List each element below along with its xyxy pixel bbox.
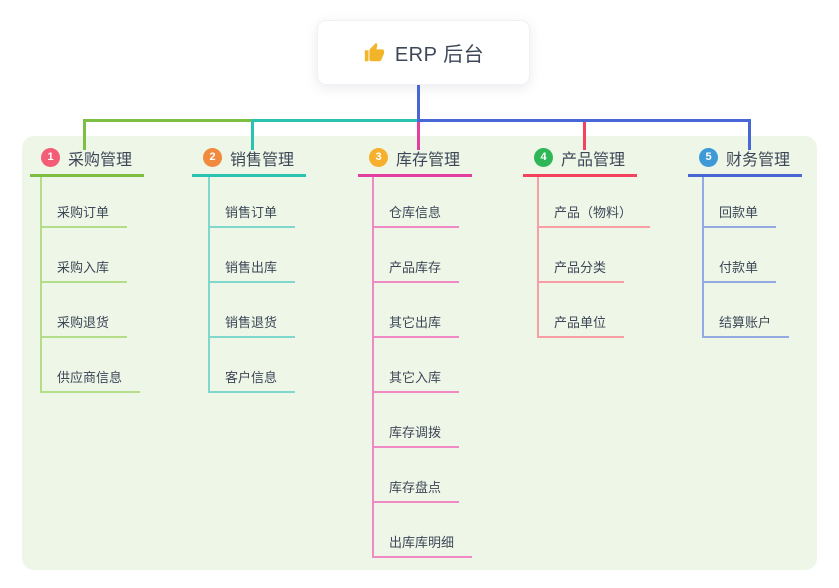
branch-drop-line (748, 119, 751, 150)
branch-drop-line (83, 119, 86, 150)
branch-number-badge: 1 (41, 148, 60, 167)
connector-line (251, 119, 420, 122)
branch-number-badge: 3 (369, 148, 388, 167)
connector-line (83, 119, 254, 122)
child-node[interactable]: 结算账户 (702, 308, 790, 338)
child-node[interactable]: 销售退货 (208, 308, 296, 338)
child-node[interactable]: 产品（物料） (537, 198, 651, 228)
branch-node-2[interactable]: 2 销售管理 (192, 146, 307, 177)
child-node[interactable]: 客户信息 (208, 363, 296, 393)
branch-node-4[interactable]: 4 产品管理 (523, 146, 638, 177)
root-node[interactable]: ERP 后台 (317, 20, 530, 85)
branch-number-badge: 4 (534, 148, 553, 167)
branch-label: 采购管理 (68, 151, 133, 169)
branch-drop-line (583, 122, 586, 150)
child-node[interactable]: 产品分类 (537, 253, 625, 283)
child-node[interactable]: 库存盘点 (372, 473, 460, 503)
child-node[interactable]: 采购入库 (40, 253, 128, 283)
mindmap-panel (22, 136, 817, 570)
branch-node-5[interactable]: 5 财务管理 (688, 146, 803, 177)
child-node[interactable]: 采购退货 (40, 308, 128, 338)
branch-label: 库存管理 (396, 151, 461, 169)
connector-line (417, 119, 751, 122)
child-node[interactable]: 产品单位 (537, 308, 625, 338)
child-node[interactable]: 库存调拨 (372, 418, 460, 448)
root-title: ERP 后台 (394, 44, 485, 66)
child-node[interactable]: 销售出库 (208, 253, 296, 283)
branch-drop-line (417, 122, 420, 150)
thumbs-up-icon (364, 42, 384, 61)
child-node[interactable]: 付款单 (702, 253, 777, 283)
child-node[interactable]: 回款单 (702, 198, 777, 228)
branch-trunk-line (208, 177, 210, 393)
branch-trunk-line (702, 177, 704, 338)
branch-number-badge: 2 (203, 148, 222, 167)
branch-label: 产品管理 (561, 151, 626, 169)
child-node[interactable]: 仓库信息 (372, 198, 460, 228)
child-node[interactable]: 供应商信息 (40, 363, 141, 393)
child-node[interactable]: 产品库存 (372, 253, 460, 283)
root-connector-line (417, 85, 420, 122)
branch-node-1[interactable]: 1 采购管理 (30, 146, 145, 177)
branch-number-badge: 5 (699, 148, 718, 167)
branch-drop-line (251, 119, 254, 150)
child-node[interactable]: 采购订单 (40, 198, 128, 228)
branch-trunk-line (537, 177, 539, 338)
branch-trunk-line (40, 177, 42, 393)
branch-trunk-line (372, 177, 374, 558)
branch-label: 销售管理 (230, 151, 295, 169)
child-node[interactable]: 销售订单 (208, 198, 296, 228)
branch-label: 财务管理 (726, 151, 791, 169)
child-node[interactable]: 出库库明细 (372, 528, 473, 558)
child-node[interactable]: 其它出库 (372, 308, 460, 338)
child-node[interactable]: 其它入库 (372, 363, 460, 393)
branch-node-3[interactable]: 3 库存管理 (358, 146, 473, 177)
